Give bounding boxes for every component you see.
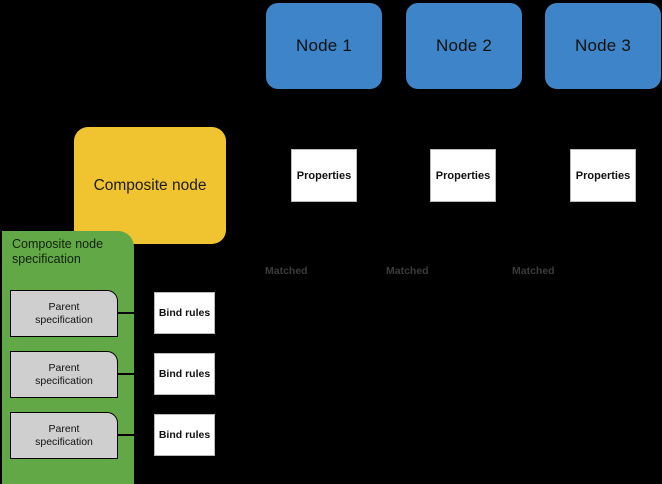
matched-label-2: Matched <box>386 265 429 277</box>
node-card-2[interactable]: Node 2 <box>406 3 522 89</box>
connector-line-2 <box>117 373 155 375</box>
parent-specification-box-3[interactable]: Parent specification <box>10 412 118 459</box>
properties-box-3-label: Properties <box>575 169 631 182</box>
node-card-2-label: Node 2 <box>435 36 493 55</box>
parent-specification-box-2[interactable]: Parent specification <box>10 351 118 398</box>
node-card-3[interactable]: Node 3 <box>545 3 661 89</box>
properties-box-3[interactable]: Properties <box>570 149 636 202</box>
bind-rules-box-3[interactable]: Bind rules <box>154 414 215 456</box>
parent-specification-box-2-label: Parent specification <box>35 361 93 387</box>
matched-label-3: Matched <box>512 265 555 277</box>
bind-rules-box-2[interactable]: Bind rules <box>154 353 215 395</box>
properties-box-1-label: Properties <box>296 169 352 182</box>
properties-box-1[interactable]: Properties <box>291 149 357 202</box>
composite-node-label: Composite node <box>93 176 207 194</box>
parent-specification-box-3-label: Parent specification <box>35 422 93 448</box>
parent-specification-box-1-label: Parent specification <box>35 300 93 326</box>
node-card-3-label: Node 3 <box>574 36 632 55</box>
matched-label-1: Matched <box>265 265 308 277</box>
node-card-1[interactable]: Node 1 <box>266 3 382 89</box>
node-card-1-label: Node 1 <box>295 36 353 55</box>
composite-node-box[interactable]: Composite node <box>74 127 226 244</box>
composite-node-specification-title: Composite node specification <box>12 237 104 266</box>
connector-line-3 <box>117 434 155 436</box>
bind-rules-box-2-label: Bind rules <box>158 368 211 380</box>
properties-box-2-label: Properties <box>435 169 491 182</box>
parent-specification-box-1[interactable]: Parent specification <box>10 290 118 337</box>
bind-rules-box-1[interactable]: Bind rules <box>154 292 215 334</box>
bind-rules-box-3-label: Bind rules <box>158 429 211 441</box>
bind-rules-box-1-label: Bind rules <box>158 307 211 319</box>
connector-line-1 <box>117 312 155 314</box>
properties-box-2[interactable]: Properties <box>430 149 496 202</box>
